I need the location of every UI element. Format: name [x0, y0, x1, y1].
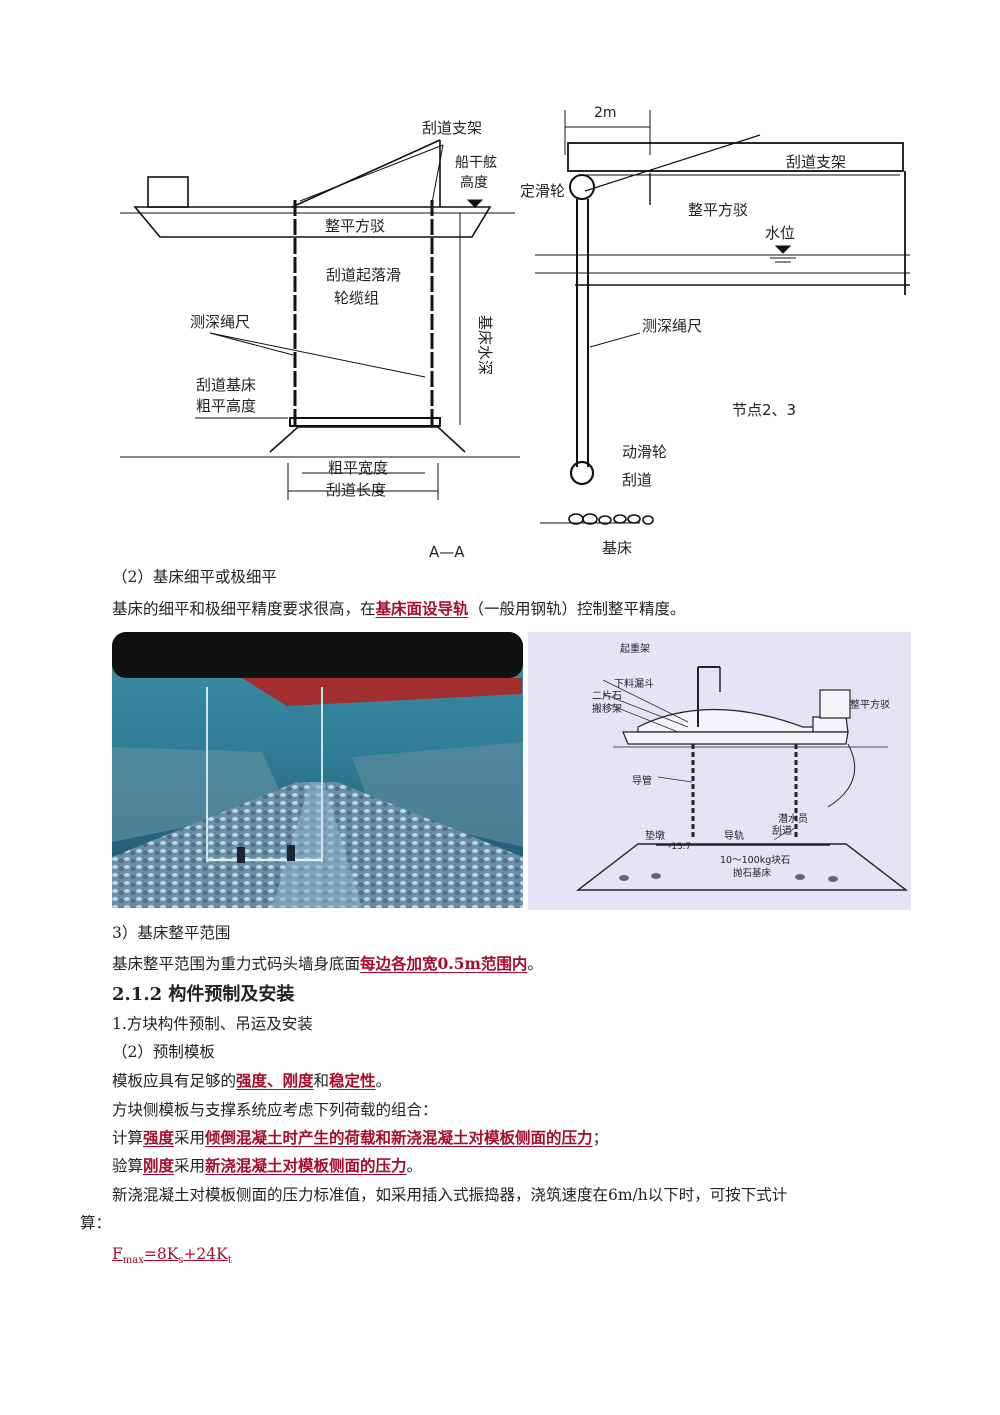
label-gravel: 二片石: [592, 689, 622, 702]
para-fine-leveling-title: （2）基床细平或极细平: [112, 568, 277, 586]
label-node: 节点2、3: [732, 401, 796, 419]
highlight-strength-load: 倾倒混凝土时产生的荷载和新浇混凝土对模板侧面的压力: [205, 1128, 593, 1147]
para-block-title: 1.方块构件预制、吊运及安装: [112, 1015, 313, 1033]
para-formwork-title: （2）预制模板: [112, 1043, 215, 1061]
label-support-frame: 刮道支架: [422, 119, 482, 137]
highlight-guide-rail: 基床面设导轨: [375, 599, 469, 618]
winch-house: [147, 176, 189, 208]
para-range-title: 3）基床整平范围: [112, 924, 231, 942]
label-scraper: 刮道: [622, 471, 652, 489]
label-leveling-barge-m: 整平方驳: [850, 698, 890, 711]
label-water-level: 水位: [765, 224, 795, 242]
section-heading: 2.1.2 构件预制及安装: [112, 984, 295, 1005]
label-moving-frame: 搬移架: [592, 702, 622, 715]
highlight-stiffness-load: 新浇混凝土对模板侧面的压力: [205, 1156, 407, 1175]
label-bed-depth: 基床水深: [476, 315, 494, 375]
para-range: 基床整平范围为重力式码头墙身底面每边各加宽0.5m范围内。: [112, 954, 543, 973]
label-bed-2: 粗平高度: [196, 397, 256, 415]
label-pad: 垫墩: [645, 829, 665, 842]
para-stiffness-check: 验算刚度采用新浇混凝土对模板侧面的压力。: [112, 1156, 423, 1175]
label-diver-2: 刮道: [772, 824, 792, 837]
label-blockstone: 10～100kg块石: [720, 854, 790, 866]
label-hopper: 下料漏斗: [614, 677, 654, 690]
label-bed-1: 刮道基床: [196, 376, 256, 394]
label-pulley-2: 轮缆组: [334, 289, 379, 307]
label-pulley-1: 刮道起落滑: [326, 266, 401, 284]
label-moving-pulley: 动滑轮: [622, 443, 667, 461]
para-load-combination: 方块侧模板与支撑系统应考虑下列荷载的组合：: [112, 1101, 438, 1119]
label-bed: 基床: [602, 539, 632, 557]
label-guide-rail: 导轨: [724, 829, 744, 842]
label-scraper-length: 刮道长度: [326, 481, 386, 499]
underwater-render-image: [112, 632, 523, 908]
label-rubble-bed: 抛石基床: [733, 867, 772, 879]
label-fixed-pulley: 定滑轮: [520, 182, 565, 200]
label-rough-width: 粗平宽度: [328, 459, 388, 477]
label-sounding-rope: 测深绳尺: [190, 313, 250, 331]
label-elevation: -13.7: [668, 842, 691, 852]
para-pressure-line2: 算：: [80, 1214, 112, 1232]
highlight-strength: 强度: [143, 1128, 175, 1147]
label-leveling-barge-r: 整平方驳: [688, 201, 748, 219]
para-formwork: 模板应具有足够的强度、刚度和稳定性。: [112, 1071, 392, 1090]
label-height: 高度: [460, 174, 488, 191]
label-freeboard: 船干舷: [455, 155, 497, 171]
label-guide-pipe: 导管: [632, 774, 652, 787]
label-section: A—A: [429, 543, 465, 561]
label-dim-2m: 2m: [594, 105, 617, 121]
label-leveling-barge: 整平方驳: [325, 217, 385, 235]
highlight-strength-stiffness: 强度、刚度: [236, 1071, 314, 1090]
para-strength-calc: 计算强度采用倾倒混凝土时产生的荷载和新浇混凝土对模板侧面的压力；: [112, 1128, 609, 1147]
leveling-barge: [133, 206, 492, 238]
label-diver-1: 潜水员: [778, 812, 808, 825]
highlight-stability: 稳定性: [329, 1071, 376, 1090]
label-sounding-rope-r: 测深绳尺: [642, 317, 702, 335]
para-fine-leveling: 基床的细平和极细平精度要求很高，在基床面设导轨（一般用钢轨）控制整平精度。: [112, 599, 686, 618]
para-pressure-line1: 新浇混凝土对模板侧面的压力标准值，如采用插入式振捣器，浇筑速度在6m/h以下时，…: [112, 1186, 788, 1204]
highlight-range: 每边各加宽0.5m范围内: [360, 954, 528, 973]
label-support-frame-r: 刮道支架: [786, 153, 846, 171]
highlight-stiffness: 刚度: [143, 1156, 175, 1175]
label-crane-frame: 起重架: [620, 642, 650, 655]
top-diagram: 刮道支架 船干舷 高度 整平方驳 刮道起落滑 轮缆组 测深绳尺 基床水深 刮道基…: [120, 105, 910, 561]
fine-leveling-diagram: 起重架 下料漏斗 二片石 搬移架 整平方驳 导管 导轨 潜水员 刮道 垫墩 -1…: [528, 632, 911, 910]
pressure-formula: Fmax=8Ks+24Kt: [112, 1245, 232, 1267]
